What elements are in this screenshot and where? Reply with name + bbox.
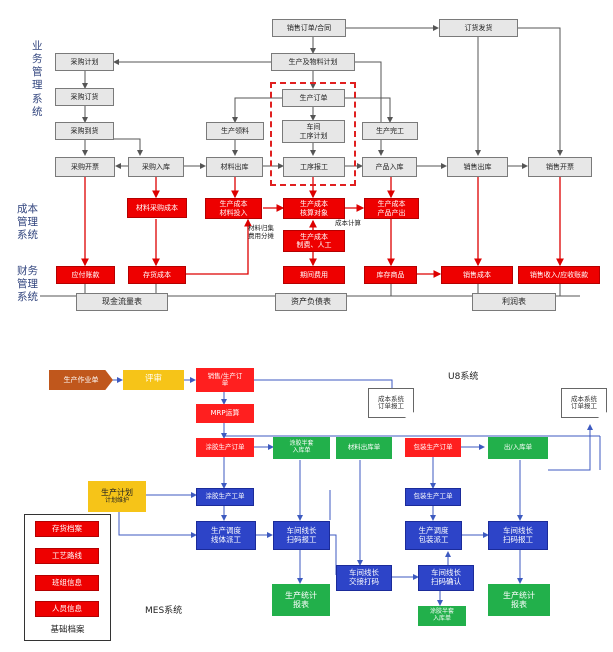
period-expense-box: 期间费用 (283, 266, 345, 284)
cost-report-box-2: 成本系统 订单报工 (561, 388, 607, 418)
prod-plan-label: 生产计划 (101, 488, 133, 498)
coating-work-order-box: 涂胶生产工单 (196, 488, 254, 506)
business-system-label: 业 务 管 理 系 统 (32, 40, 43, 118)
cash-flow-statement-box: 现金流量表 (76, 293, 168, 311)
cost-manufacturing-labor-box: 生产成本 制费、人工 (283, 230, 345, 252)
leader-scan-box-2: 车间线长 扫码报工 (488, 521, 548, 550)
dispatch-pack-box: 生产调度 包装派工 (405, 521, 462, 550)
purchase-plan-box: 采购计划 (55, 53, 114, 71)
dispatch-line-box: 生产调度 线体派工 (196, 521, 256, 550)
leader-scan-box-1: 车间线长 扫码报工 (273, 521, 330, 550)
purchase-inbound-box: 采购入库 (128, 157, 184, 177)
purchase-invoice-box: 采购开票 (55, 157, 115, 177)
scan-confirm-box: 车间线长 扫码确认 (418, 565, 474, 591)
product-inbound-box: 产品入库 (362, 157, 417, 177)
base-item-team: 班组信息 (35, 575, 99, 591)
handover-print-box: 车间线长 交接打码 (336, 565, 392, 591)
purchase-arrival-box: 采购到货 (55, 122, 114, 140)
base-item-inventory: 存货档案 (35, 521, 99, 537)
material-pick-box: 生产领料 (206, 122, 264, 140)
sales-outbound-box: 销售出库 (447, 157, 508, 177)
plan-maintain-label: 计划维护 (104, 496, 129, 504)
coating-semi-inbound-box-2: 涂胶半套 入库单 (418, 606, 466, 626)
cost-calc-note: 成本计算 (335, 219, 361, 227)
stat-report-box-2: 生产统计 报表 (488, 584, 550, 616)
diagram1-red-arrows (81, 177, 564, 278)
inventory-cost-box: 存货成本 (128, 266, 186, 284)
prod-plan-box: 生产计划 计划维护 (88, 481, 146, 512)
cost-product-output-box: 生产成本 产品产出 (364, 198, 419, 219)
stat-report-box-1: 生产统计 报表 (272, 584, 330, 616)
mes-system-title: MES系统 (145, 606, 183, 616)
purchase-order-box: 采购订货 (55, 88, 114, 106)
highlight-frame (270, 82, 356, 186)
finance-system-label: 财务 管理 系统 (17, 265, 38, 304)
material-outbound-box: 材料出库 (206, 157, 263, 177)
job-order-box: 生产作业单 (49, 370, 113, 390)
mrp-box: MRP运算 (196, 404, 254, 423)
diagram2-arrows (112, 377, 601, 606)
material-collect-note: 材料归集 费用分摊 (248, 224, 274, 240)
balance-sheet-box: 资产负债表 (275, 293, 347, 311)
cost-report-box-1: 成本系统 订单报工 (368, 388, 414, 418)
prod-complete-box: 生产完工 (362, 122, 418, 140)
u8-system-title: U8系统 (448, 372, 479, 382)
cost-accounting-object-box: 生产成本 核算对象 (283, 198, 345, 219)
payables-box: 应付账款 (56, 266, 115, 284)
review-box: 评审 (123, 370, 184, 390)
cost-system-label: 成本 管理 系统 (17, 203, 38, 242)
sales-invoice-box: 销售开票 (528, 157, 592, 177)
base-files-title: 基础档案 (50, 625, 85, 635)
sales-cost-box: 销售成本 (441, 266, 513, 284)
base-item-routing: 工艺路线 (35, 548, 99, 564)
order-ship-box: 订货发货 (439, 19, 518, 37)
base-files-panel: 存货档案 工艺路线 班组信息 人员信息 基础档案 (24, 514, 111, 641)
material-purchase-cost-box: 材料采购成本 (127, 198, 187, 218)
sales-receivable-box: 销售收入/应收账款 (518, 266, 600, 284)
process-report-box: 工序报工 (283, 157, 345, 177)
prod-material-plan-box: 生产及物料计划 (271, 53, 355, 71)
packing-prod-order-box: 包装生产订单 (405, 438, 461, 457)
production-order-box: 生产订单 (282, 89, 345, 107)
stock-goods-box: 库存商品 (364, 266, 417, 284)
cost-material-input-box: 生产成本 材料投入 (205, 198, 262, 219)
material-out-doc-box: 材料出库单 (336, 437, 392, 459)
coating-prod-order-box: 涂胶生产订单 (196, 438, 254, 457)
base-item-personnel: 人员信息 (35, 601, 99, 617)
sales-prod-order-box: 销售/生产订 单 (196, 368, 254, 392)
workshop-plan-box: 车间 工序计划 (282, 120, 345, 143)
sales-contract-box: 销售订单/合同 (272, 19, 346, 37)
coating-semi-inbound-box: 涂胶半套 入库单 (273, 437, 330, 459)
in-out-doc-box: 出/入库单 (488, 437, 548, 459)
packing-work-order-box: 包装生产工单 (405, 488, 461, 506)
diagram1-gray-arrows (82, 25, 563, 169)
income-statement-box: 利润表 (472, 293, 556, 311)
